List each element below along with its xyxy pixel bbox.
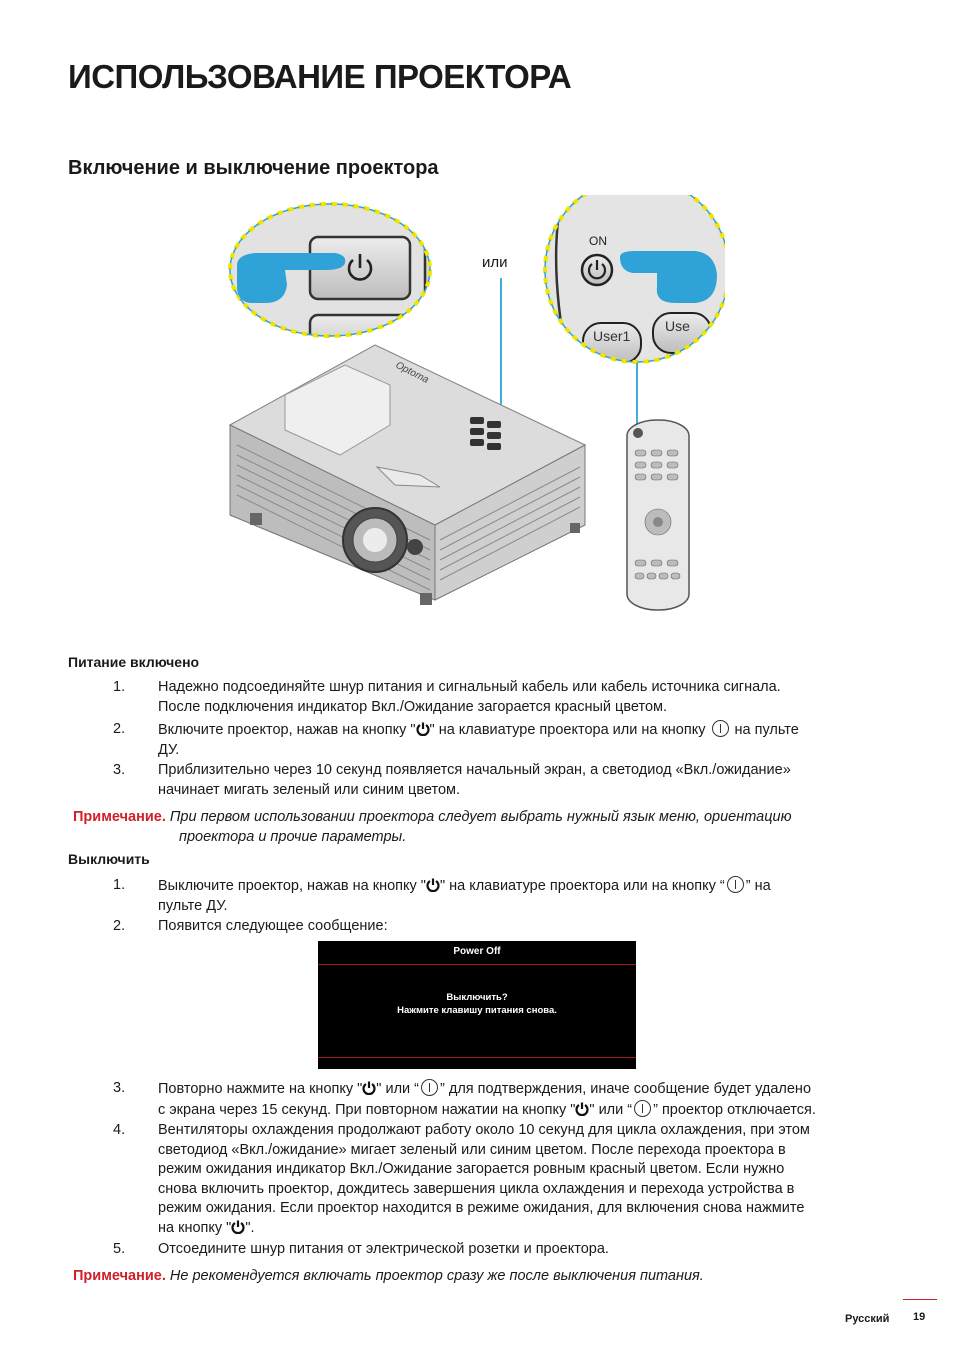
hand-icon [237, 253, 346, 303]
power-on-heading: Питание включено [68, 654, 200, 670]
power-icon [347, 254, 373, 281]
power-button-icon [421, 1079, 438, 1096]
power-icon [426, 878, 440, 892]
power-button-icon [634, 1099, 652, 1117]
footer-language: Русский [845, 1313, 890, 1325]
on-label: ON [589, 234, 607, 248]
power-off-heading: Выключить [68, 851, 150, 867]
power-off-dialog: Power Off Выключить? Нажмите клавишу пит… [318, 941, 636, 1069]
footer-divider [903, 1299, 937, 1300]
power-button-icon [726, 876, 744, 893]
power-button-icon [711, 720, 729, 737]
note: Примечание. Не рекомендуется включать пр… [73, 1268, 704, 1284]
section-title: Включение и выключение проектора [68, 157, 439, 179]
power-icon [231, 1220, 245, 1234]
dialog-message: Выключить? [446, 992, 508, 1003]
page-number: 19 [913, 1311, 926, 1323]
power-icon [575, 1102, 589, 1116]
power-icon [415, 722, 430, 736]
user2-label: Use [665, 318, 690, 334]
page-title: ИСПОЛЬЗОВАНИЕ ПРОЕКТОРА [68, 58, 572, 95]
or-label: или [482, 254, 508, 271]
hand-icon [620, 251, 717, 303]
dialog-message: Нажмите клавишу питания снова. [397, 1005, 557, 1016]
projector-illustration: User1 Use ON или [228, 195, 725, 611]
note: Примечание. При первом использовании про… [73, 809, 792, 845]
dialog-title: Power Off [453, 946, 501, 957]
remote-control [626, 419, 690, 611]
projector: Optoma [228, 344, 587, 605]
power-icon [362, 1081, 376, 1095]
user1-label: User1 [593, 328, 631, 344]
power-icon [587, 260, 607, 280]
